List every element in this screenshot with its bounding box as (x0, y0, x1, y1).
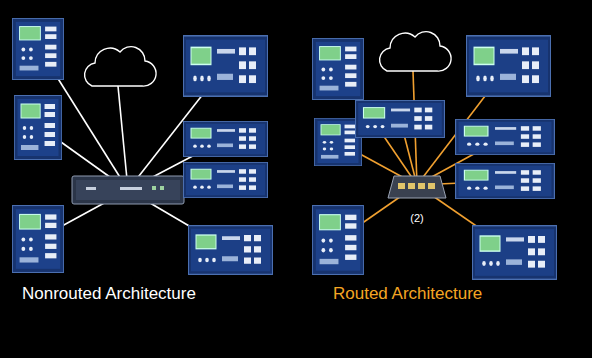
communications-processor (356, 100, 445, 137)
protective-relay (473, 226, 557, 280)
protective-relay (12, 206, 63, 273)
protective-relay (184, 36, 268, 96)
protective-relay (312, 206, 363, 275)
ethernet-router (388, 176, 446, 198)
protective-relay (314, 118, 361, 165)
callout-number: (2) (410, 212, 423, 225)
architecture-caption: Nonrouted Architecture (22, 284, 196, 304)
cloud-symbol (85, 47, 157, 86)
protective-relay (456, 163, 555, 198)
architecture-caption: Routed Architecture (333, 284, 482, 304)
ethernet-switch (72, 176, 184, 204)
protective-relay (456, 119, 555, 154)
protective-relay (12, 18, 63, 79)
cloud-symbol (380, 32, 452, 71)
protective-relay (184, 162, 268, 197)
protective-relay (312, 38, 363, 99)
protective-relay (184, 121, 268, 156)
protective-relay (189, 226, 273, 275)
protective-relay (14, 96, 61, 160)
protective-relay (467, 36, 551, 96)
